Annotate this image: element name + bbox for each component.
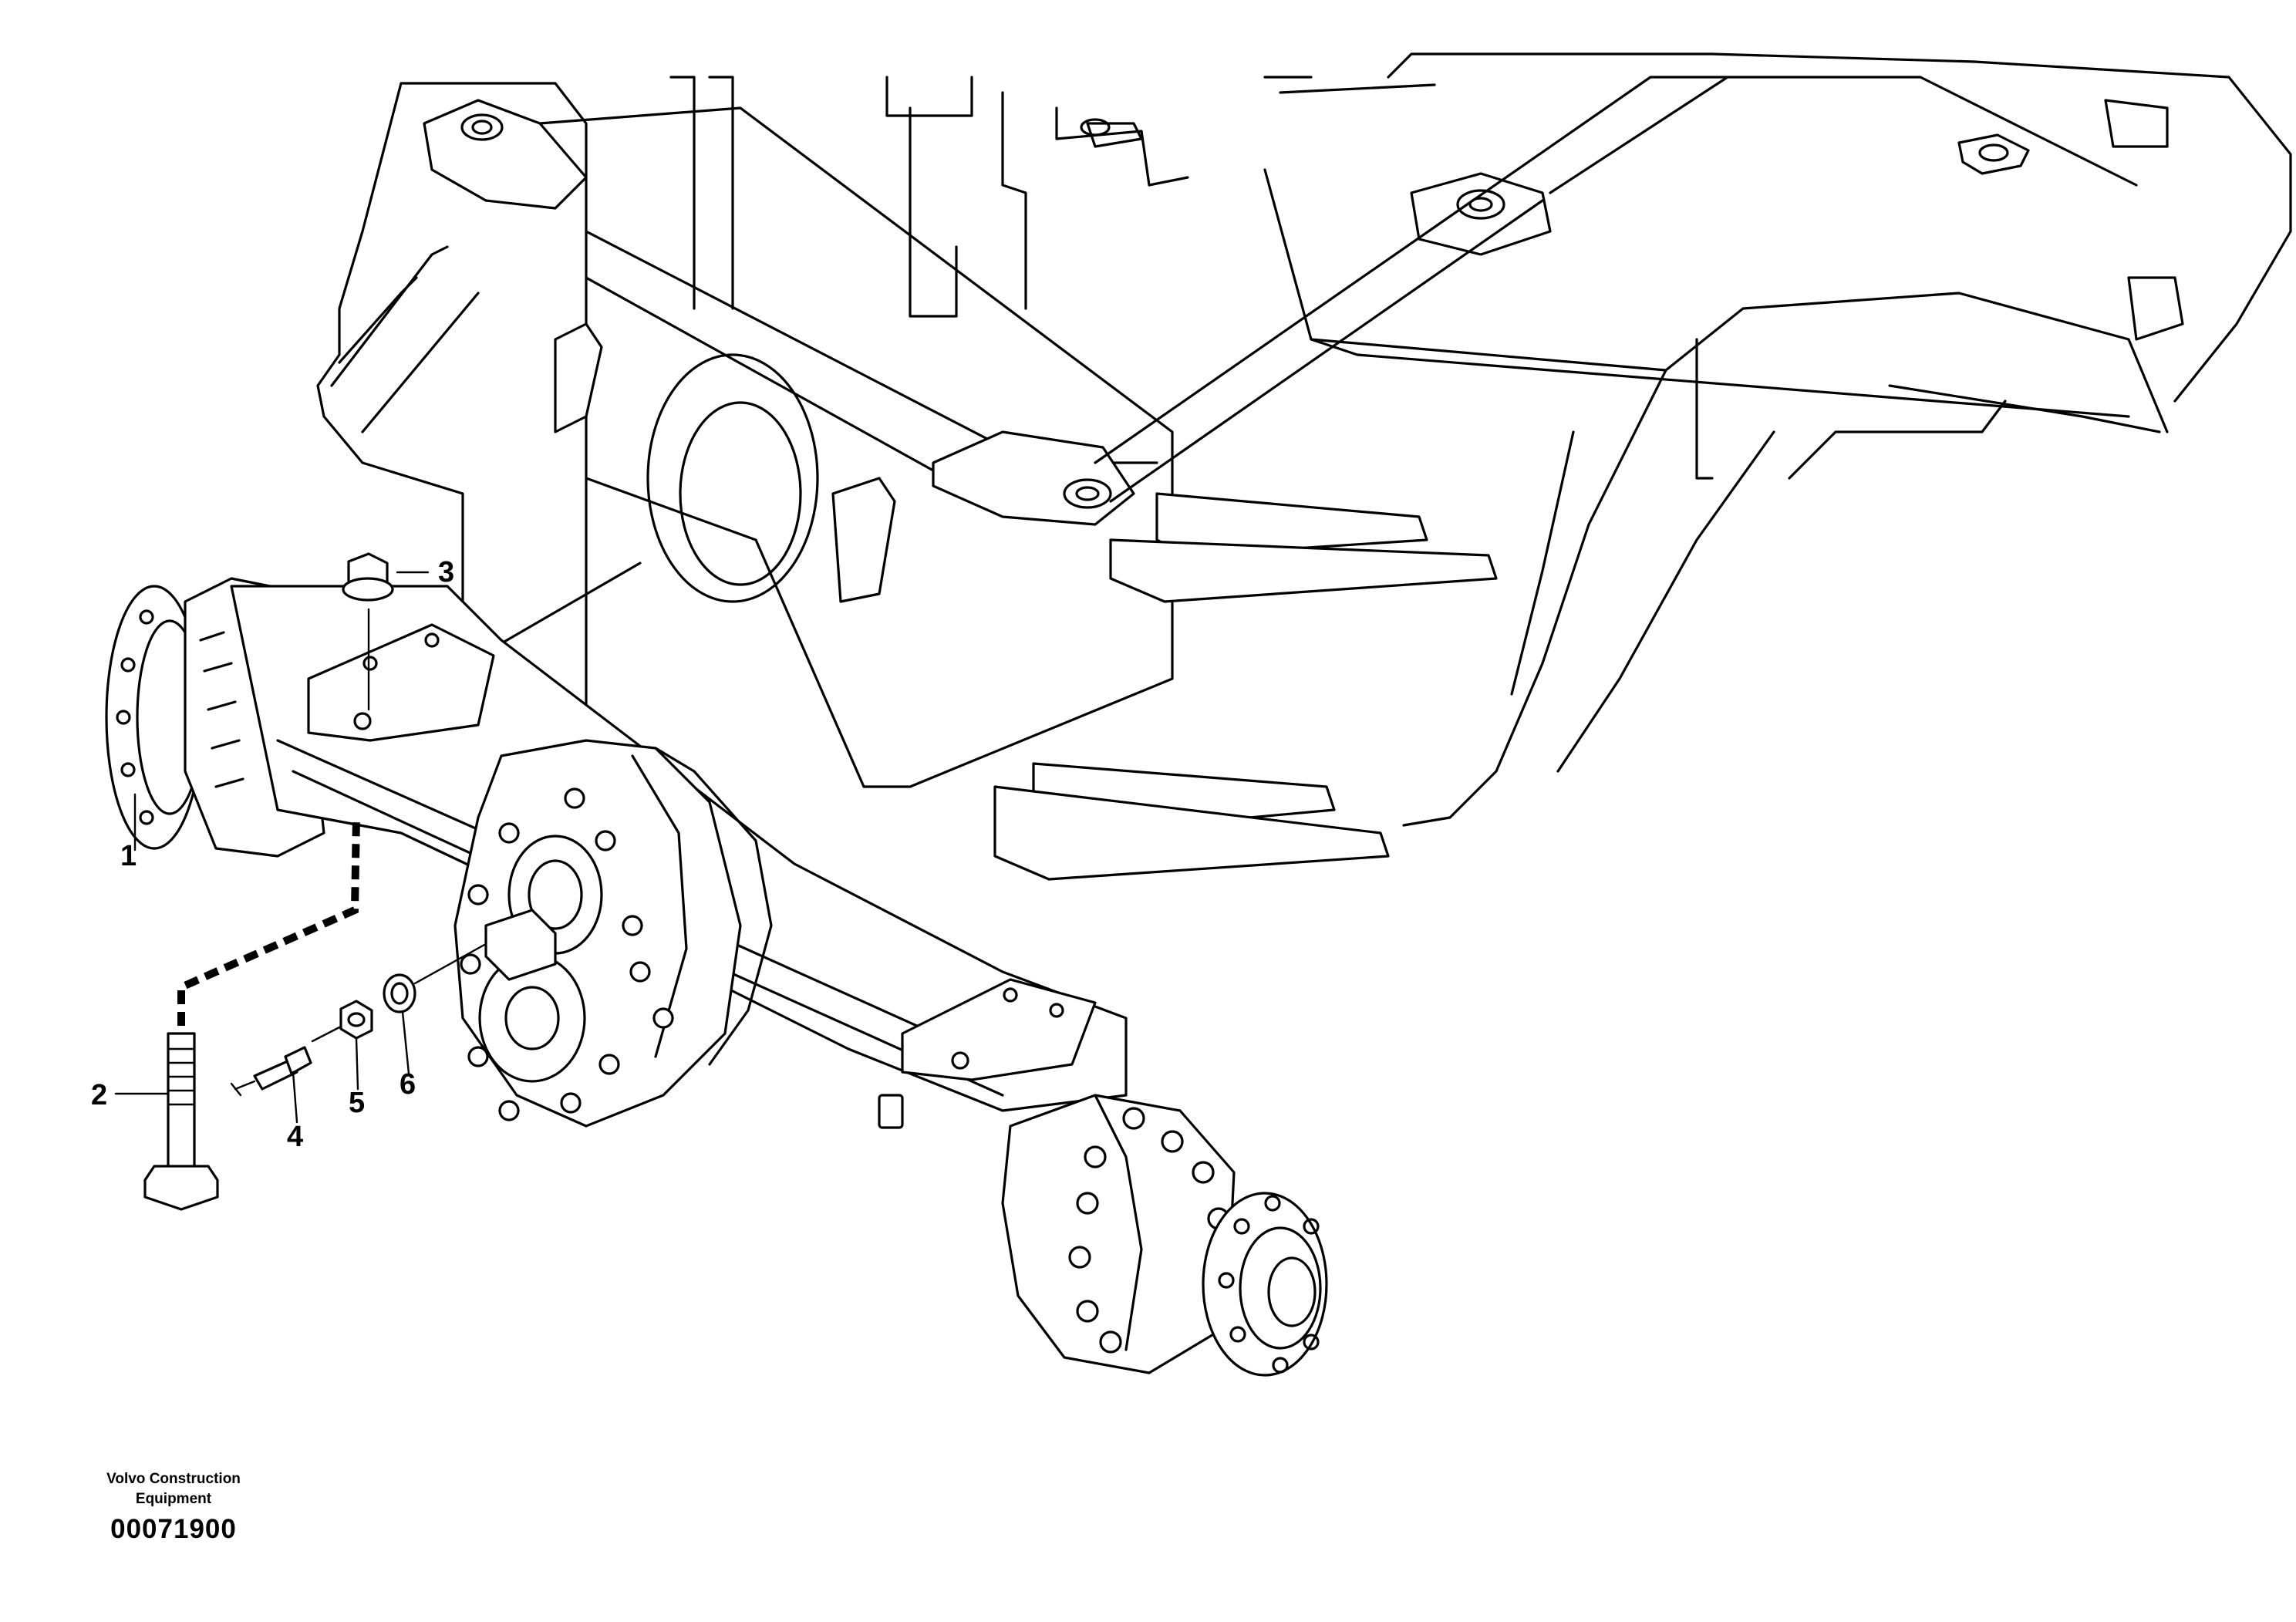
callout-labels: 1 2 3 4 5 6: [91, 556, 454, 1153]
callout-1: 1: [120, 840, 137, 872]
washer-part-6: [383, 943, 486, 1013]
chassis-frame: [316, 52, 2292, 881]
sensor-part-4: [230, 1046, 312, 1097]
callout-leaders: [114, 571, 430, 1124]
bolt-part-2: [143, 817, 360, 1211]
document-number: 00071900: [110, 1514, 237, 1544]
callout-5: 5: [349, 1087, 365, 1119]
footer: Volvo Construction Equipment 00071900: [46, 1469, 301, 1545]
callout-6: 6: [400, 1068, 416, 1101]
company-name-line1: Volvo Construction: [106, 1471, 241, 1487]
callout-3: 3: [438, 556, 454, 588]
nut-part-5: [311, 1000, 373, 1043]
axle-assembly: [105, 577, 1328, 1377]
callout-2: 2: [91, 1079, 107, 1111]
nut-part-3: [342, 552, 394, 711]
company-name-line2: Equipment: [135, 1491, 212, 1507]
callout-4: 4: [287, 1121, 303, 1153]
